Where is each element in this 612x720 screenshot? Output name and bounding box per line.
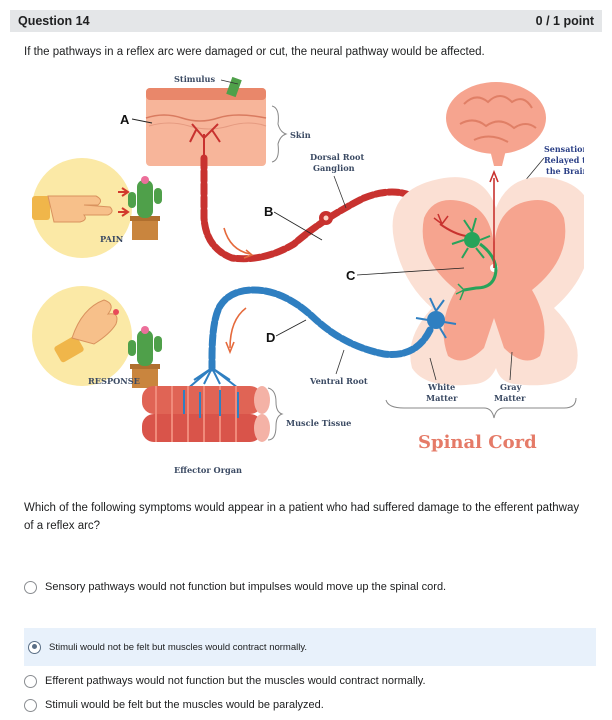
stimulus-label: Stimulus xyxy=(174,74,215,84)
question-title: Question 14 xyxy=(18,14,90,28)
white-matter-label-1: White xyxy=(427,382,455,392)
effector-organ-label: Effector Organ xyxy=(174,465,242,475)
skin-brace xyxy=(271,105,288,163)
spinal-cord-brace xyxy=(385,397,577,419)
answer-choice-4[interactable]: Stimuli would be felt but the muscles wo… xyxy=(24,696,596,714)
gray-matter-label-1: Gray xyxy=(500,382,522,392)
muscle-tissue xyxy=(142,386,270,442)
cactus-icon xyxy=(128,176,162,240)
sensation-label-3: the Brain xyxy=(546,166,584,176)
reflex-arc-svg: PAIN RESPONSE Stimulus Skin xyxy=(32,74,584,475)
radio-button[interactable] xyxy=(24,580,37,594)
answer-choice-3[interactable]: Efferent pathways would not function but… xyxy=(24,672,596,690)
dorsal-root-ganglion-label-2: Ganglion xyxy=(313,163,355,173)
stimulus-line xyxy=(220,79,239,85)
pain-label: PAIN xyxy=(100,234,124,244)
choice-label: Efferent pathways would not function but… xyxy=(45,675,426,687)
skin-block xyxy=(145,76,267,166)
ventral-root-label: Ventral Root xyxy=(309,376,368,386)
letter-b-line xyxy=(273,211,323,241)
choice-label: Sensory pathways would not function but … xyxy=(45,581,447,593)
question-prompt: Which of the following symptoms would ap… xyxy=(24,502,580,532)
pain-hand-icon xyxy=(32,187,130,223)
cactus-icon xyxy=(128,326,162,388)
brain-icon xyxy=(446,82,546,166)
gray-matter-line xyxy=(509,351,513,381)
radio-button-selected[interactable] xyxy=(28,640,41,654)
radio-button[interactable] xyxy=(24,698,37,712)
reflex-arc-diagram: PAIN RESPONSE Stimulus Skin xyxy=(24,68,584,488)
letter-a: A xyxy=(120,112,130,127)
dorsal-root-line xyxy=(333,175,347,209)
white-matter-label-2: Matter xyxy=(426,393,458,403)
response-hand-icon xyxy=(54,299,119,363)
dorsal-root-ganglion-label-1: Dorsal Root xyxy=(310,152,364,162)
letter-d: D xyxy=(266,330,275,345)
letter-c: C xyxy=(346,268,356,283)
muscle-tissue-label: Muscle Tissue xyxy=(286,418,351,428)
spinal-cord-label: Spinal Cord xyxy=(418,432,537,453)
white-matter-line xyxy=(429,357,437,381)
sensation-label-2: Relayed to xyxy=(544,155,584,165)
radio-button[interactable] xyxy=(24,674,37,688)
question-header: Question 14 0 / 1 point xyxy=(10,10,602,32)
sensory-receptor xyxy=(189,123,221,158)
ventral-root-line xyxy=(335,349,345,375)
letter-c-line xyxy=(356,267,465,276)
spinal-cord-section xyxy=(392,177,584,386)
interneuron xyxy=(433,169,499,301)
muscle-brace xyxy=(267,387,284,441)
choice-label: Stimuli would be felt but the muscles wo… xyxy=(45,699,324,711)
motor-neuron xyxy=(185,286,457,391)
letter-a-line xyxy=(131,118,153,124)
skin-label: Skin xyxy=(290,130,311,140)
response-label: RESPONSE xyxy=(88,376,140,386)
answer-choice-2[interactable]: Stimuli would not be felt but muscles wo… xyxy=(24,628,596,666)
question-stem: If the pathways in a reflex arc were dam… xyxy=(24,46,485,58)
letter-b: B xyxy=(264,204,273,219)
question-points: 0 / 1 point xyxy=(535,14,594,28)
sensation-label-1: Sensation xyxy=(544,144,584,154)
gray-matter-label-2: Matter xyxy=(494,393,526,403)
letter-d-line xyxy=(275,319,307,337)
choice-label: Stimuli would not be felt but muscles wo… xyxy=(49,641,308,653)
answer-choice-1[interactable]: Sensory pathways would not function but … xyxy=(24,578,596,596)
